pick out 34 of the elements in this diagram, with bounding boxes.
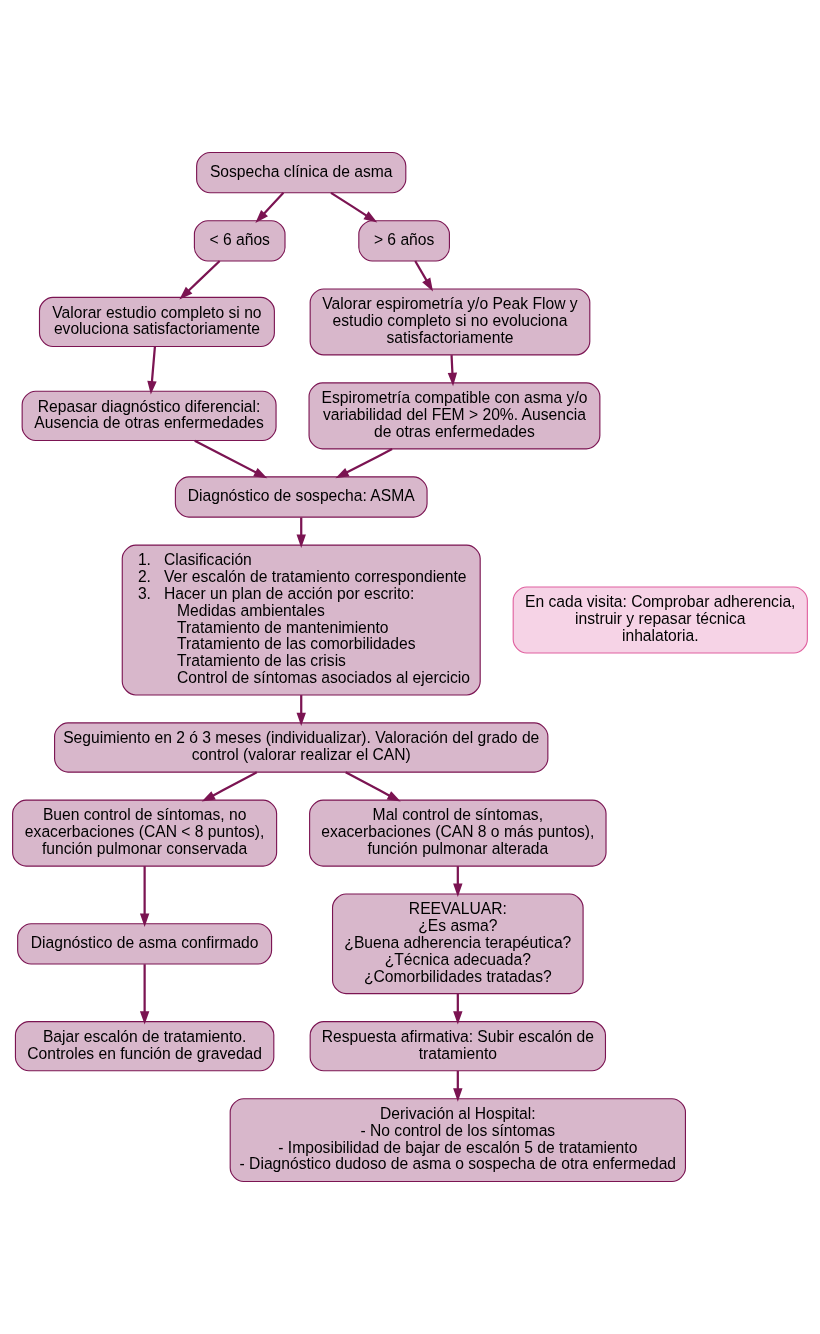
arrow: [345, 771, 401, 802]
node-box: Diagnóstico de sospecha: ASMA: [174, 476, 428, 518]
node-box: Diagnóstico de asma confirmado: [17, 923, 273, 965]
arrow: [194, 439, 268, 479]
node-box: > 6 años: [358, 220, 450, 262]
node-box: Espirometría compatible con asma y/o variabilidad del FEM > 20%. Ausencia de otras enfermedades: [308, 382, 601, 450]
node-box: Seguimiento en 2 ó 3 meses (individualizar). Valoración del grado de control (valorar realizar el CAN): [54, 722, 549, 773]
node-box: < 6 años: [193, 220, 286, 262]
arrow: [139, 964, 150, 1025]
arrow: [296, 695, 306, 727]
node-box: 1. Clasificación 2. Ver escalón de tratamiento correspondiente 3. Hacer un plan de acción por escrito: Medidas ambientales Tratamiento de mantenimiento Tratamiento de las comorbilidades Tratamiento de las crisis Control de síntomas asociados al ejercicio: [121, 544, 481, 696]
node-box: En cada visita: Comprobar adherencia, instruir y repasar técnica inhalatoria.: [512, 586, 808, 654]
node-box: Valorar espirometría y/o Peak Flow y estudio completo si no evoluciona satisfactoriamente: [309, 288, 591, 356]
node-box: Respuesta afirmativa: Subir escalón de tratamiento: [309, 1021, 606, 1072]
node-box: Derivación al Hospital: - No control de los síntomas - Imposibilidad de bajar de escalón 5 de tratamiento - Diagnóstico dudoso de asma o sospecha de otra enfermedad: [229, 1098, 686, 1183]
arrow: [335, 448, 393, 479]
arrow: [330, 191, 378, 223]
arrow: [453, 866, 463, 898]
node-box: Mal control de síntomas, exacerbaciones (CAN 8 o más puntos), función pulmonar alterada: [309, 799, 607, 867]
arrow: [453, 993, 463, 1025]
arrow: [179, 260, 221, 300]
node-box: Bajar escalón de tratamiento. Controles en función de gravedad: [14, 1021, 275, 1072]
node-box: Repasar diagnóstico diferencial: Ausencia de otras enfermedades: [21, 390, 277, 442]
arrow: [255, 192, 285, 223]
arrow: [139, 866, 150, 927]
arrow: [201, 771, 258, 802]
node-box: Buen control de síntomas, no exacerbaciones (CAN < 8 puntos), función pulmonar conservada: [12, 799, 278, 867]
node-box: Sospecha clínica de asma: [196, 151, 407, 194]
arrow: [453, 1070, 463, 1102]
node-box: Valorar estudio completo si no evoluciona satisfactoriamente: [38, 296, 275, 348]
node-box: REEVALUAR: ¿Es asma? ¿Buena adherencia terapéutica? ¿Técnica adecuada? ¿Comorbilidades tratadas?: [332, 893, 584, 995]
arrow: [147, 346, 157, 395]
arrow: [447, 355, 458, 387]
arrow: [414, 260, 433, 292]
